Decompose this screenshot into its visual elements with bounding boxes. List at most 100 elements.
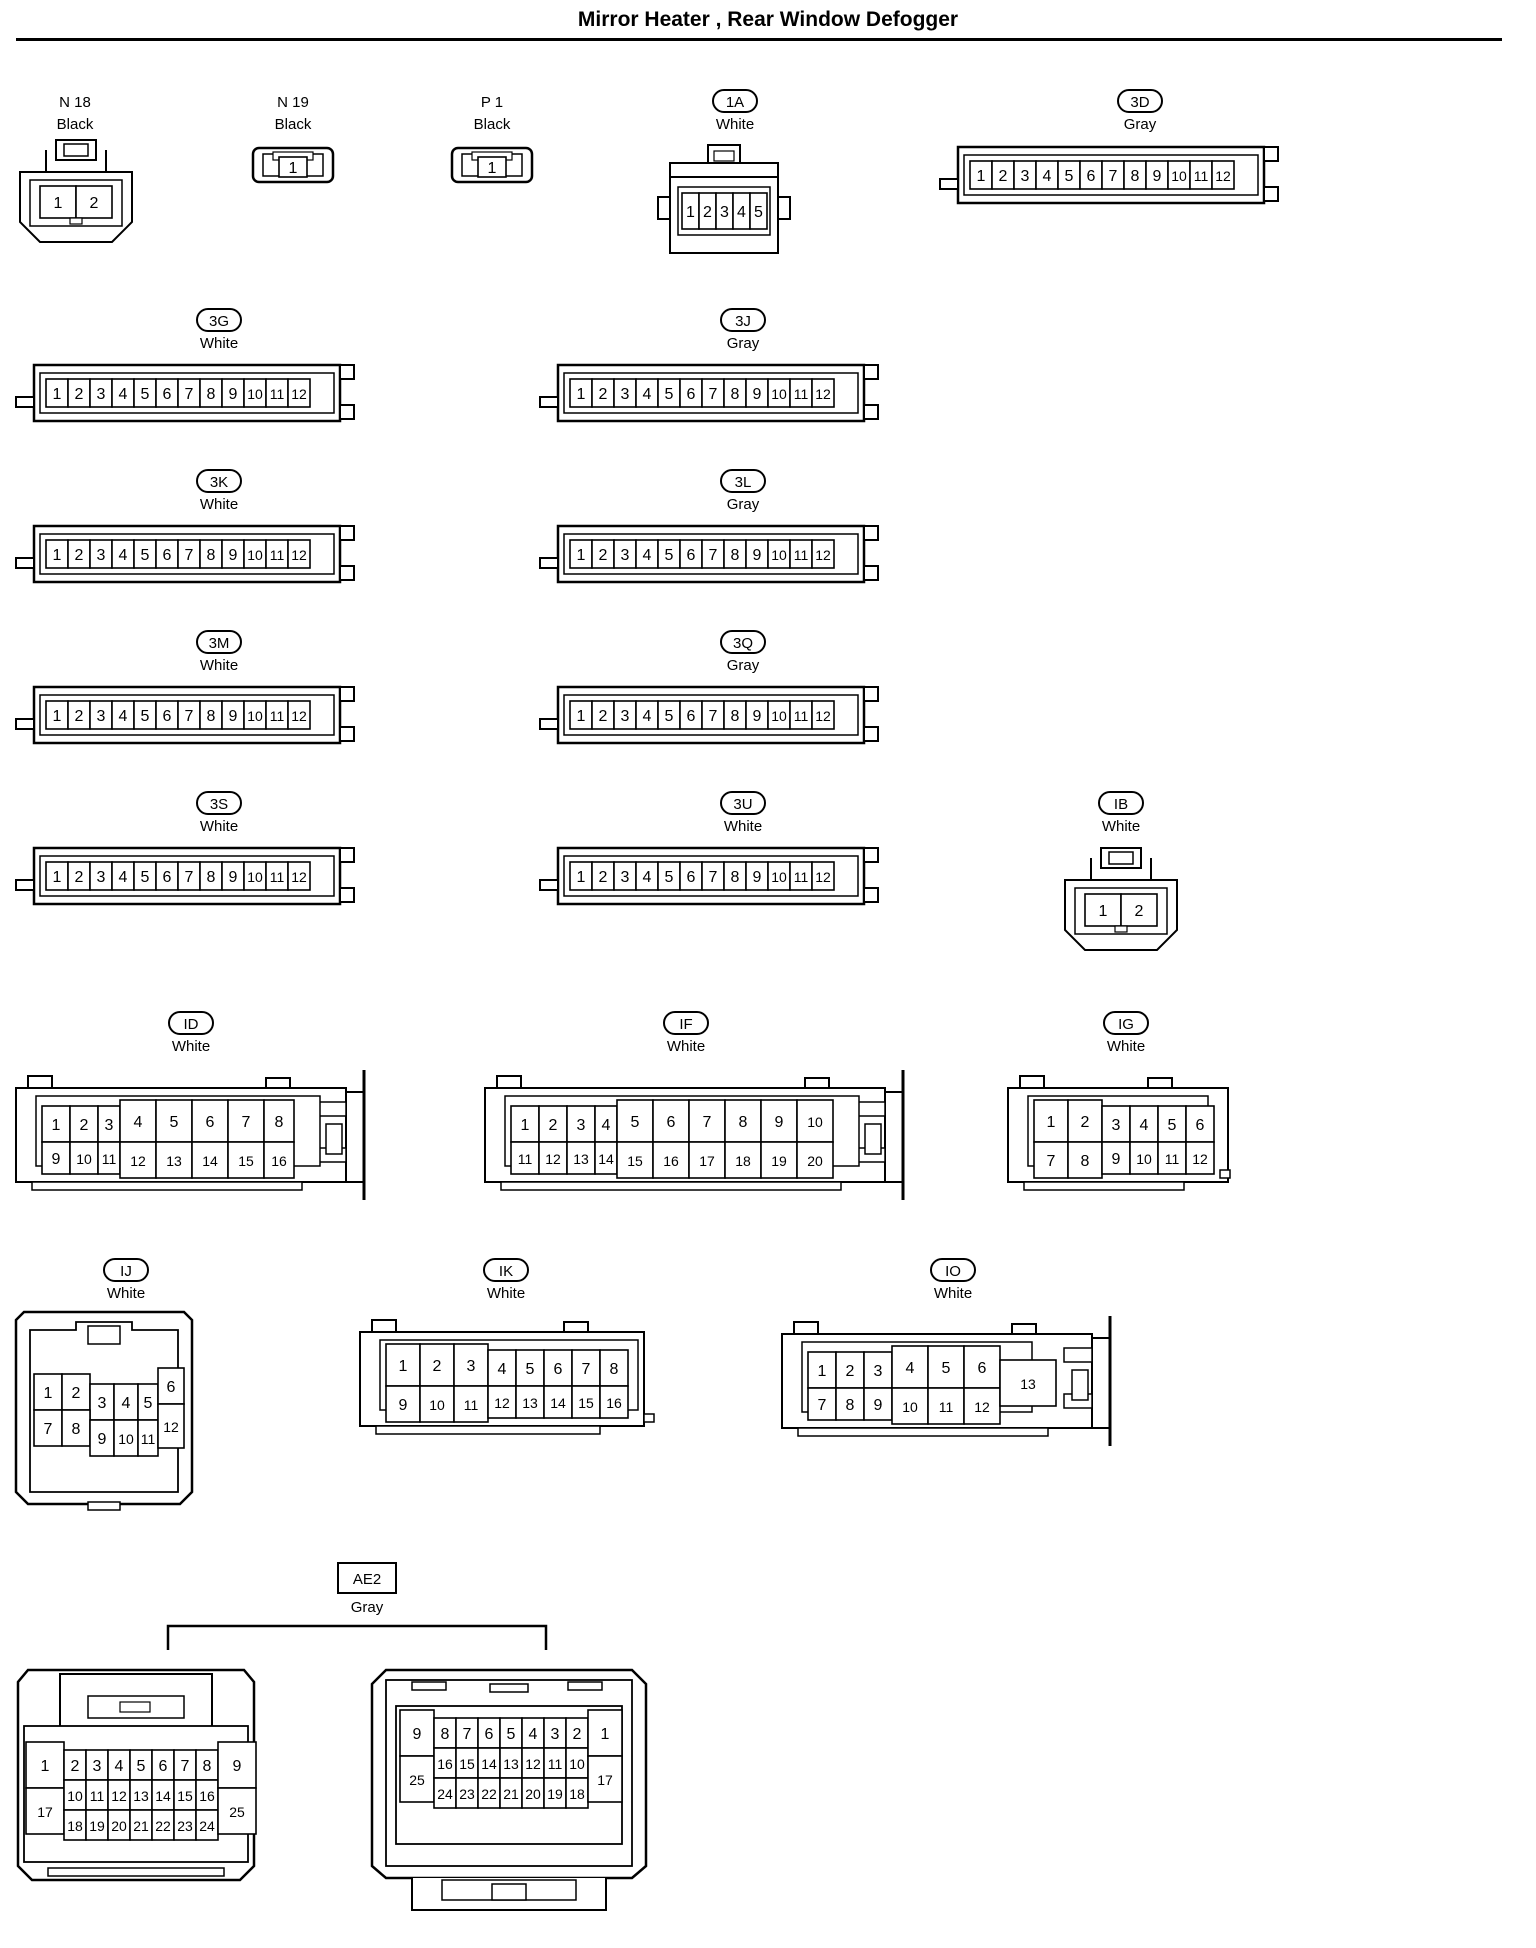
pin-number: 3 bbox=[874, 1363, 883, 1380]
pin-number: 6 bbox=[554, 1361, 563, 1378]
pin-cell bbox=[61, 1373, 91, 1411]
latch-tab bbox=[863, 686, 879, 702]
pin-cell bbox=[749, 192, 768, 230]
side-rail bbox=[939, 178, 959, 190]
pin-number: 10 bbox=[247, 547, 263, 563]
pin-number: 6 bbox=[163, 869, 172, 886]
pin-cell bbox=[566, 1105, 596, 1143]
top-tab bbox=[793, 1321, 819, 1335]
latch-tab bbox=[863, 364, 879, 380]
pin-number: 5 bbox=[141, 547, 150, 564]
latch-tab bbox=[863, 726, 879, 742]
connector-color: White bbox=[200, 496, 238, 513]
pin-number: 8 bbox=[610, 1361, 619, 1378]
pin-number: 4 bbox=[119, 869, 128, 886]
pin-number: 3 bbox=[720, 204, 729, 221]
pin-number: 7 bbox=[703, 1114, 712, 1131]
top-tab bbox=[265, 1077, 291, 1089]
connector-color: Gray bbox=[727, 657, 760, 674]
pin-number: 19 bbox=[89, 1818, 105, 1834]
pin-number: 18 bbox=[67, 1818, 83, 1834]
pin-number: 5 bbox=[942, 1360, 951, 1377]
pin-cell bbox=[287, 700, 311, 730]
pin-cell bbox=[157, 1367, 185, 1405]
pin-number: 12 bbox=[291, 869, 307, 885]
pin-number: 8 bbox=[207, 547, 216, 564]
pin-number: 12 bbox=[291, 547, 307, 563]
pin-number: 1 bbox=[53, 869, 62, 886]
pin-number: 1 bbox=[601, 1726, 610, 1743]
pin-number: 3 bbox=[577, 1117, 586, 1134]
pin-number: 6 bbox=[687, 869, 696, 886]
pin-number: 10 bbox=[771, 869, 787, 885]
pin-cell bbox=[811, 539, 835, 569]
connector-code-frame bbox=[1103, 1011, 1149, 1035]
pin-number: 15 bbox=[578, 1395, 594, 1411]
pin-number: 10 bbox=[771, 386, 787, 402]
pin-number: 3 bbox=[97, 869, 106, 886]
pin-number: 10 bbox=[247, 869, 263, 885]
latch-tab bbox=[339, 404, 355, 420]
pin-number: 4 bbox=[119, 386, 128, 403]
pin-number: 8 bbox=[207, 869, 216, 886]
pin-number: 2 bbox=[90, 195, 99, 212]
connector-code: 3G bbox=[209, 313, 229, 330]
side-rail bbox=[15, 396, 35, 408]
pin-cell bbox=[510, 1141, 540, 1175]
pin-number: 1 bbox=[41, 1758, 50, 1775]
pin-cell bbox=[287, 539, 311, 569]
connector-color: Black bbox=[57, 116, 94, 133]
pin-cell bbox=[538, 1141, 568, 1175]
pin-number: 9 bbox=[52, 1151, 61, 1168]
pin-number: 2 bbox=[433, 1358, 442, 1375]
latch-window bbox=[1108, 851, 1134, 865]
pin-number: 7 bbox=[185, 386, 194, 403]
pin-number: 10 bbox=[1136, 1151, 1152, 1167]
connector-code-frame bbox=[168, 1011, 214, 1035]
pin-cell bbox=[927, 1387, 965, 1425]
pin-cell bbox=[287, 378, 311, 408]
pin-number: 1 bbox=[818, 1363, 827, 1380]
pin-number: 6 bbox=[206, 1114, 215, 1131]
pin-cell bbox=[385, 1343, 421, 1387]
pin-number: 9 bbox=[399, 1397, 408, 1414]
pin-number: 12 bbox=[974, 1399, 990, 1415]
connector-color: White bbox=[934, 1285, 972, 1302]
pin-number: 5 bbox=[141, 708, 150, 725]
pin-cell bbox=[796, 1099, 834, 1143]
pin-number: 6 bbox=[167, 1379, 176, 1396]
latch-window bbox=[713, 150, 735, 162]
pin-number: 2 bbox=[75, 386, 84, 403]
pin-number: 6 bbox=[159, 1758, 168, 1775]
pin-number: 2 bbox=[599, 386, 608, 403]
connector-code: 1A bbox=[726, 94, 744, 111]
latch-post bbox=[1219, 1169, 1231, 1179]
pin-number: 15 bbox=[238, 1153, 254, 1169]
connector-code: P 1 bbox=[481, 94, 503, 111]
pin-cell bbox=[39, 185, 77, 219]
pin-number: 1 bbox=[577, 386, 586, 403]
pin-number: 12 bbox=[1215, 168, 1231, 184]
latch-tab bbox=[863, 565, 879, 581]
pin-number: 5 bbox=[1168, 1117, 1177, 1134]
pin-cell bbox=[1033, 1099, 1069, 1143]
pin-number: 7 bbox=[1047, 1153, 1056, 1170]
top-tab bbox=[804, 1077, 830, 1089]
pin-cell bbox=[75, 185, 113, 219]
pin-number: 2 bbox=[80, 1117, 89, 1134]
pin-number: 5 bbox=[137, 1758, 146, 1775]
pin-number: 13 bbox=[503, 1756, 519, 1772]
pin-number: 4 bbox=[643, 869, 652, 886]
pin-cell bbox=[688, 1141, 726, 1179]
pin-cell bbox=[89, 1419, 115, 1457]
page-title: Mirror Heater , Rear Window Defogger bbox=[577, 8, 959, 31]
pin-number: 7 bbox=[185, 869, 194, 886]
pin-number: 9 bbox=[874, 1397, 883, 1414]
